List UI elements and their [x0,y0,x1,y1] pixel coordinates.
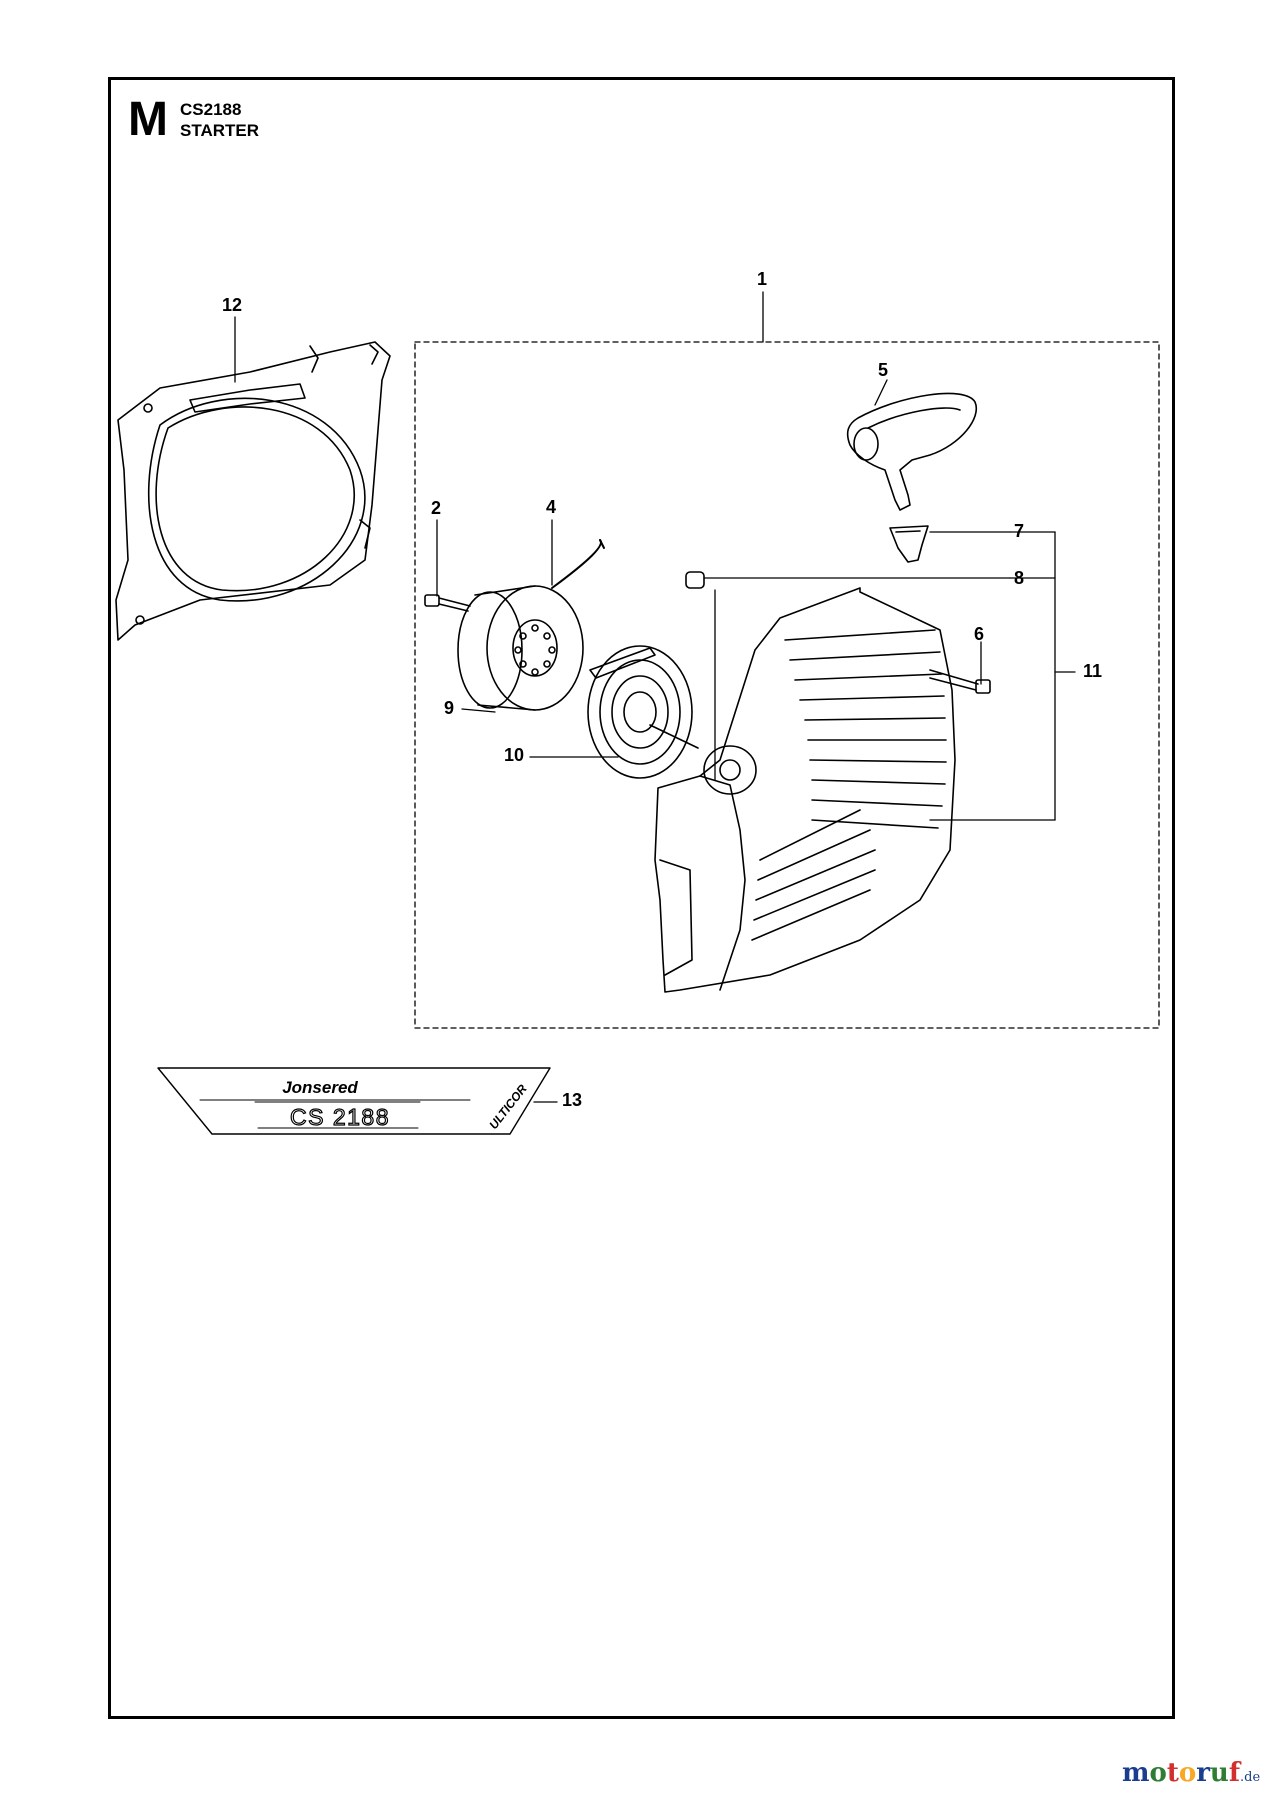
page-frame [108,77,1175,1719]
wm-letter: f [1228,1758,1241,1788]
callout-1: 1 [757,269,768,289]
decal [157,1067,551,1135]
screw-6 [929,669,991,694]
wm-letter: u [1209,1758,1229,1788]
callout-9: 9 [444,698,455,718]
watermark: motoruf.de [1122,1760,1260,1786]
rope-pulley [457,539,605,711]
callout-7: 7 [1014,521,1025,541]
leader-lines [234,291,1076,1103]
callout-8: 8 [1014,568,1025,588]
starter-cover [654,587,956,993]
callout-11: 11 [1083,661,1103,681]
wm-letter: o [1149,1758,1167,1788]
fan-housing [115,341,391,641]
decal-series: ULTICOR [486,1082,530,1132]
callout-10: 10 [504,745,525,765]
wm-letter: m [1122,1758,1150,1788]
screw-2 [424,594,471,612]
wm-suffix: .de [1240,1770,1261,1785]
wm-letter: r [1196,1758,1210,1788]
callout-13: 13 [562,1090,583,1110]
callout-2: 2 [431,498,442,518]
model-number: CS2188 [180,100,242,119]
wm-letter: o [1178,1758,1197,1788]
decal-model: CS 2188 [290,1104,390,1130]
section-letter: M [128,93,168,146]
callout-4: 4 [546,497,557,517]
kit-boundary [414,341,1160,1029]
recoil-spring [587,645,699,779]
grommet [889,525,929,563]
wm-letter: t [1166,1758,1179,1788]
section-title: STARTER [180,121,260,140]
starter-handle [846,392,978,511]
callout-12: 12 [222,295,243,315]
decal-brand: Jonsered [282,1078,358,1097]
callout-5: 5 [878,360,889,380]
bushing [685,571,705,589]
callout-6: 6 [974,624,985,644]
